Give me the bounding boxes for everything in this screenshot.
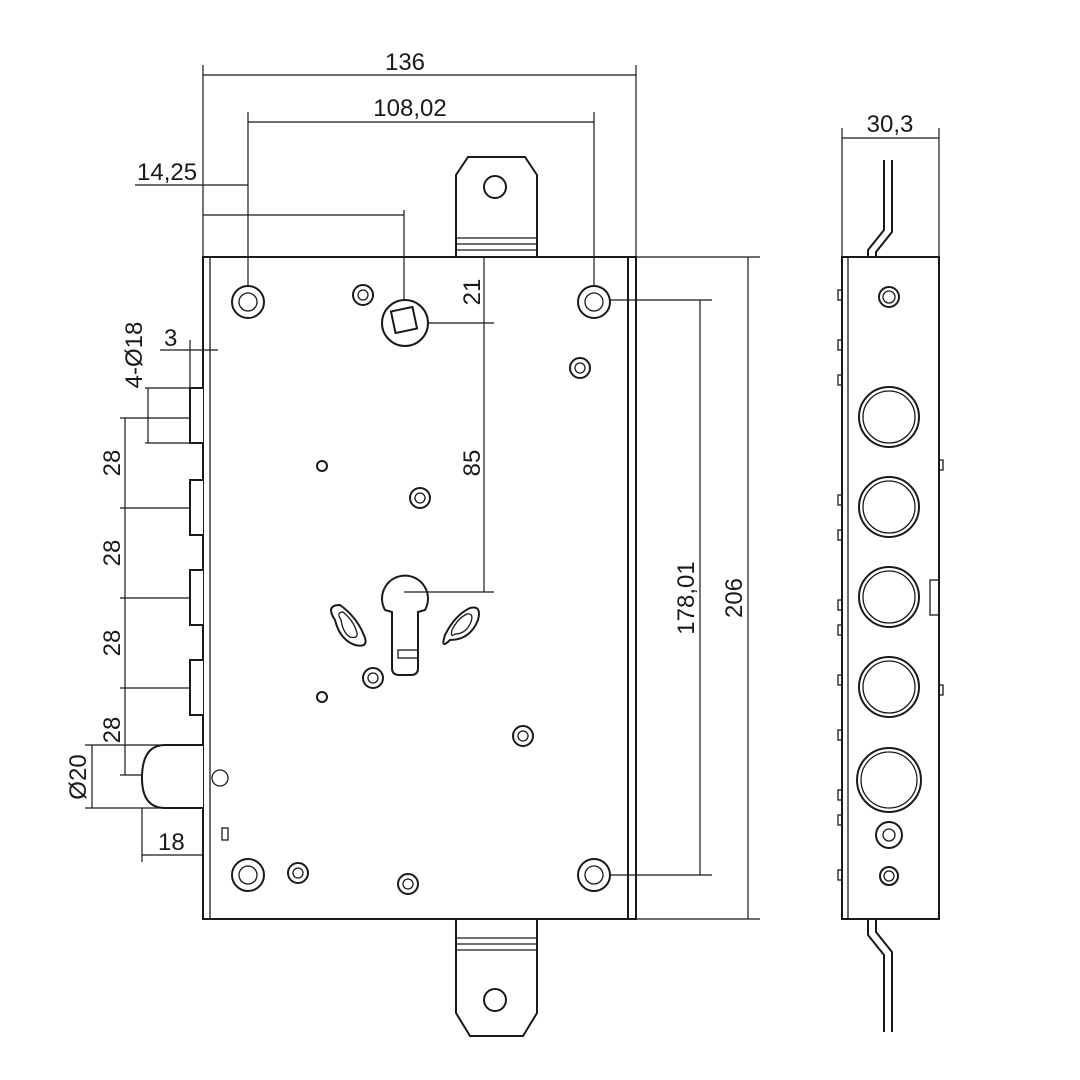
- dim-bolt-pitch-3: 28: [99, 630, 126, 657]
- dim-hole-spacing-height: 178,01: [673, 561, 700, 634]
- side-view: [837, 160, 944, 1032]
- latch-hole: [856, 747, 922, 813]
- dim-left-offset: 14,25: [137, 159, 197, 186]
- deadbolt: [189, 479, 203, 536]
- top-rod: [867, 160, 893, 258]
- dim-overall-height: 206: [721, 578, 748, 618]
- cylinder-slots: [330, 603, 480, 647]
- dim-spindle-offset: 21: [459, 279, 486, 306]
- bottom-mounting-tab: [455, 918, 538, 1037]
- front-dimensions: 136 108,02 14,25 21 85 178,01 206: [65, 49, 760, 920]
- dim-bolt-pitch-4: 28: [99, 717, 126, 744]
- front-view: [140, 156, 637, 1037]
- dim-overall-width: 136: [385, 49, 425, 76]
- top-mounting-tab: [455, 156, 538, 258]
- faceplate-notches: [837, 289, 944, 881]
- dim-bolt-pitch-1: 28: [99, 450, 126, 477]
- lock-body: [202, 256, 637, 920]
- dim-latch-protrusion: 18: [158, 829, 185, 856]
- dim-bolt-protrusion: 3: [164, 325, 177, 352]
- dim-side-thickness: 30,3: [867, 111, 914, 138]
- latch: [140, 744, 203, 809]
- deadbolt: [189, 659, 203, 716]
- faceplate: [841, 256, 940, 920]
- dim-hole-spacing-width: 108,02: [373, 95, 446, 122]
- dim-latch-diameter: Ø20: [65, 754, 92, 799]
- cylinder-cutout: [381, 574, 429, 676]
- dim-bolt-pitch-2: 28: [99, 540, 126, 567]
- deadbolt: [189, 569, 203, 626]
- bottom-tab-hole: [483, 988, 507, 1012]
- deadbolts: [189, 387, 203, 716]
- bottom-rod: [867, 919, 893, 1032]
- dim-spindle-to-cylinder: 85: [459, 450, 486, 477]
- rivets: [287, 284, 591, 895]
- mounting-hole: [231, 858, 265, 892]
- top-tab-hole: [483, 175, 507, 199]
- bolt-holes: [858, 386, 920, 718]
- dim-bolt-diameter: 4-Ø18: [121, 322, 148, 389]
- deadbolt: [189, 387, 203, 444]
- side-dimensions: 30,3: [841, 111, 940, 257]
